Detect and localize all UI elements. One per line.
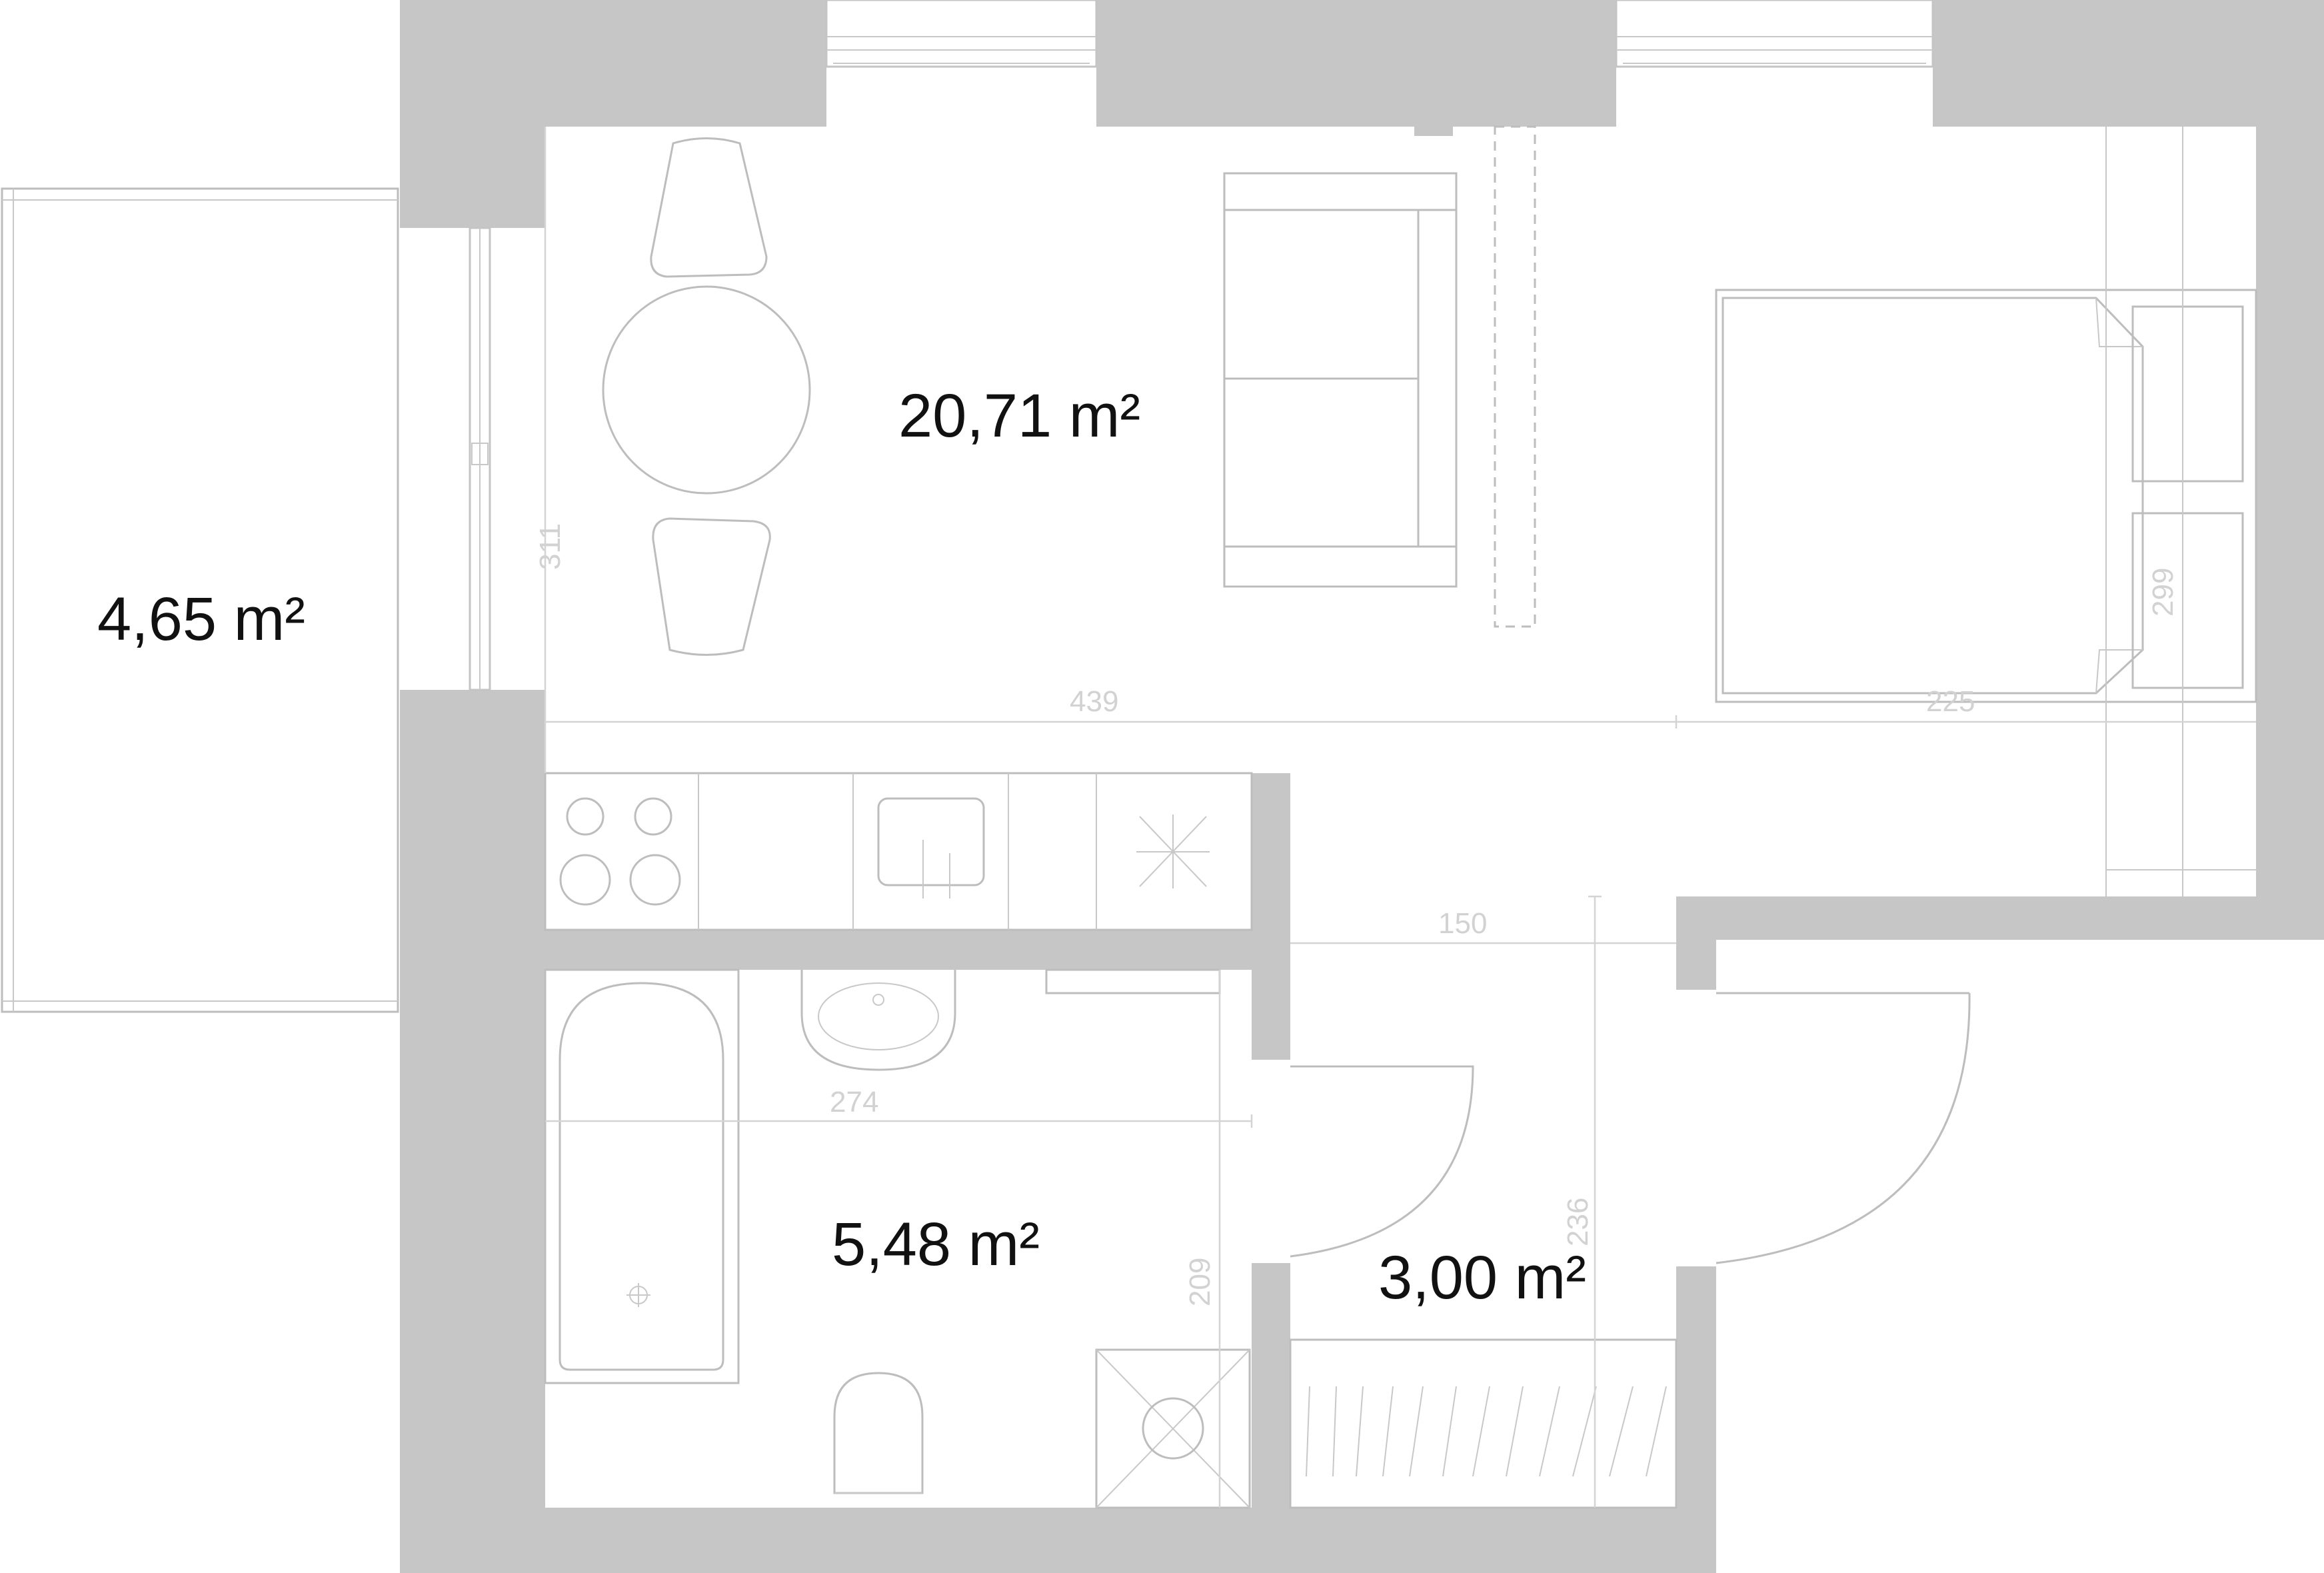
dim-label-living-width: 439 <box>1070 685 1118 718</box>
balcony <box>1 187 399 1013</box>
chair-bottom <box>652 517 771 656</box>
hob-burner-3 <box>559 854 611 906</box>
toilet <box>833 1372 924 1494</box>
washbasin <box>800 970 956 1071</box>
dim-label-hall-width: 150 <box>1438 907 1487 940</box>
bathroom-fixtures <box>544 968 1474 1509</box>
wall-left-upper <box>400 0 545 228</box>
dim-label-bed-zone-width: 225 <box>1926 685 1975 718</box>
wall-right <box>2256 0 2324 940</box>
balcony-area: 4,65 m² <box>97 585 305 653</box>
hob-burner-4 <box>629 854 681 906</box>
balcony-outline <box>1 187 399 1013</box>
wall-top-middle <box>1096 0 1616 127</box>
dining-set <box>602 137 811 656</box>
hob-burner-2 <box>634 797 672 836</box>
fridge-vent-icon <box>1136 814 1210 888</box>
bathtub-outline <box>544 968 740 1384</box>
washer <box>1045 968 1221 994</box>
nightstand-bottom <box>2131 512 2244 689</box>
window-top-right <box>1615 0 1934 68</box>
dim-label-bed-zone-depth: 299 <box>2147 568 2179 617</box>
dimension-lines <box>544 127 2256 1508</box>
bathroom-door <box>1290 1065 1474 1258</box>
bathroom-area: 5,48 m² <box>832 1210 1040 1278</box>
hallway-fixtures <box>1289 992 1971 1509</box>
wall-pillar <box>1414 127 1453 136</box>
hanger-lines <box>1306 1386 1667 1477</box>
dim-label-living-depth: 311 <box>534 523 567 570</box>
area-labels: 20,71 m² 4,65 m² 5,48 m² 3,00 m² <box>97 382 1586 1312</box>
bathtub-basin <box>559 982 724 1371</box>
bed-frame <box>1715 289 2257 703</box>
hallway-area: 3,00 m² <box>1378 1244 1586 1312</box>
window-top-left <box>825 0 1098 68</box>
hob-burner-1 <box>566 797 604 836</box>
wall-bottom <box>400 1508 1716 1573</box>
entrance-door <box>1716 992 1971 1264</box>
kitchen-sink <box>877 797 985 886</box>
dim-label-bath-width: 274 <box>830 1086 878 1118</box>
living-room-area: 20,71 m² <box>898 382 1140 450</box>
walls <box>400 0 2324 1573</box>
counter-outline <box>544 772 1253 931</box>
dim-label-bath-depth: 209 <box>1184 1258 1216 1306</box>
chair-top <box>650 137 768 278</box>
sofa-outline <box>1223 172 1458 588</box>
wall-right-bottom <box>1676 896 2324 940</box>
wall-kitchen-bath <box>545 930 1258 970</box>
bed-mattress <box>1722 297 2144 695</box>
dining-table <box>602 285 811 495</box>
windows <box>469 0 1934 691</box>
nightstand-top <box>2131 305 2244 483</box>
dimension-labels: 439 225 311 299 150 274 209 236 <box>534 523 2179 1306</box>
kitchen-counter <box>544 772 1253 931</box>
rack-outline <box>1494 125 1536 628</box>
wall-left-lower <box>400 690 545 1573</box>
wall-hall-right-upper <box>1676 896 1716 990</box>
shower-tray <box>1095 1348 1251 1509</box>
sofa <box>1223 172 1458 588</box>
dim-label-hall-depth: 236 <box>1562 1198 1594 1246</box>
partition-rack <box>1494 125 1536 628</box>
hall-wardrobe <box>1289 1338 1678 1509</box>
wall-bath-hall-upper <box>1252 773 1290 1060</box>
bed <box>1715 127 2257 896</box>
